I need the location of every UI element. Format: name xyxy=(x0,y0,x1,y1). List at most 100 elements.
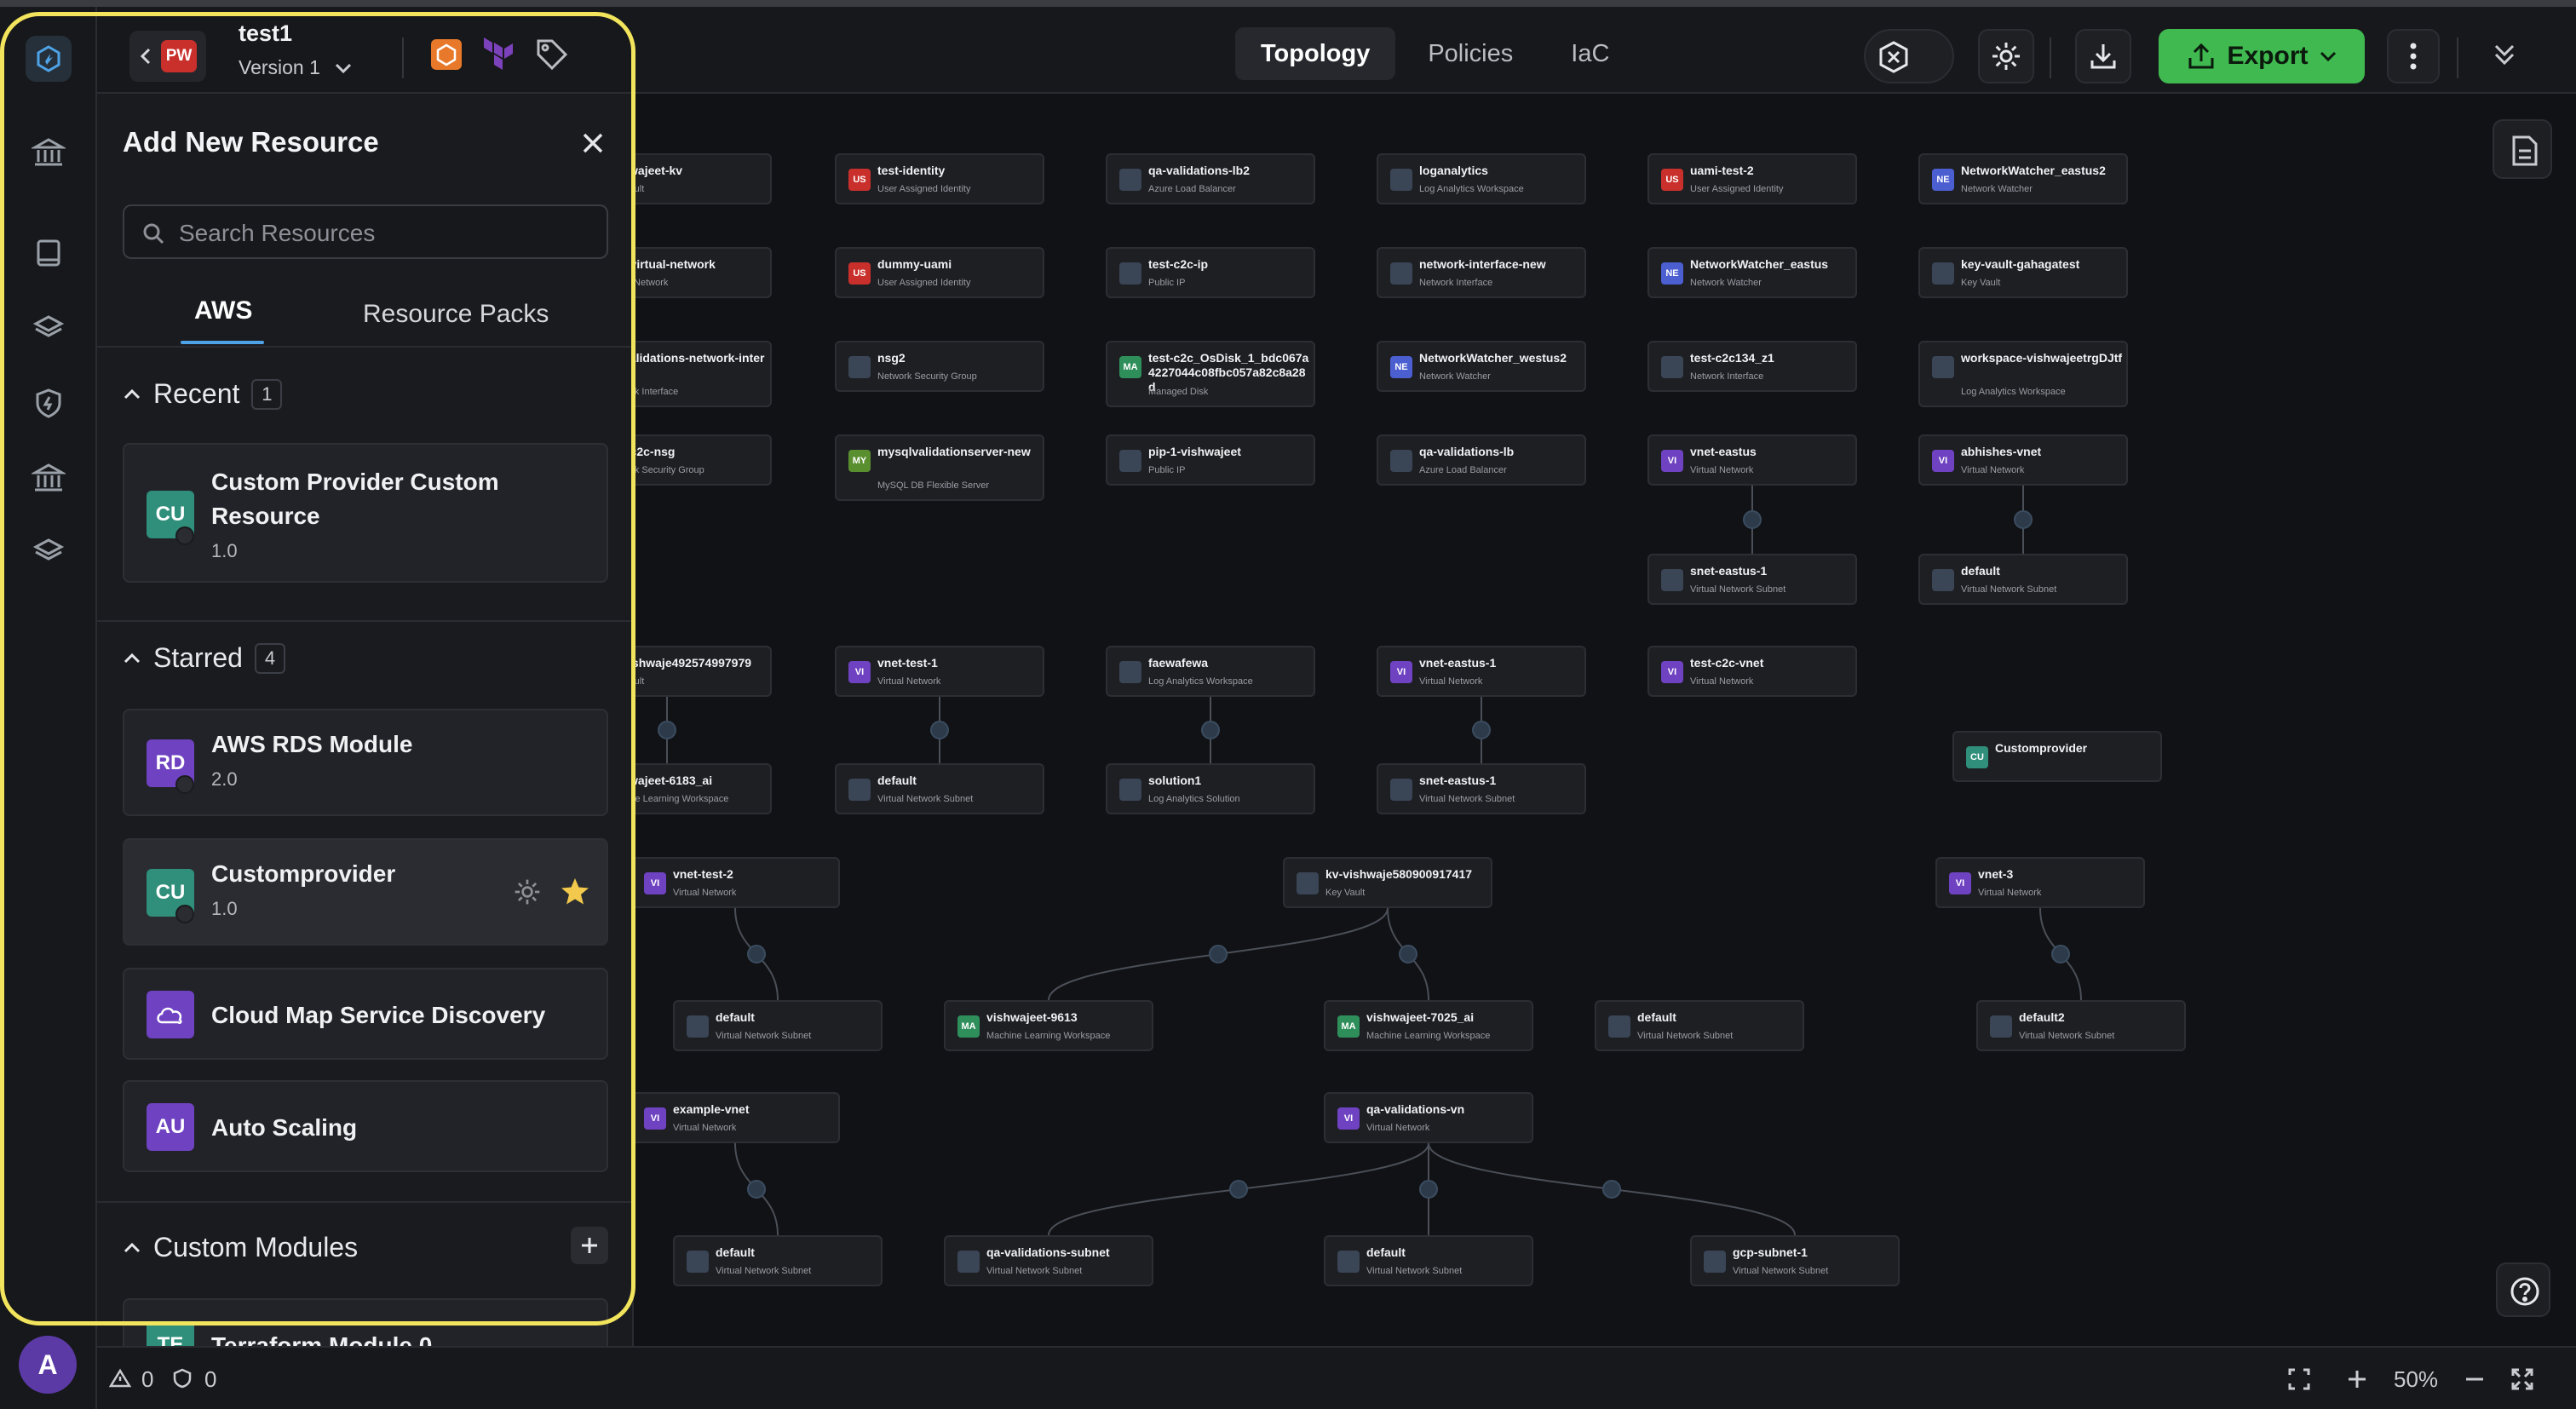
tag-icon[interactable] xyxy=(532,34,572,75)
starred-item-auto-scaling[interactable]: AU Auto Scaling xyxy=(123,1080,608,1172)
node-title: workspace-vishwajeetrgDJtf xyxy=(1961,351,2123,365)
zoom-out-icon[interactable] xyxy=(2462,1366,2487,1392)
search-resources-input[interactable]: Search Resources xyxy=(123,204,608,259)
custom-module-item[interactable]: TE Terraform Module 0 xyxy=(123,1298,608,1346)
app-logo-icon[interactable] xyxy=(26,36,72,82)
close-panel-button[interactable] xyxy=(578,128,608,158)
starred-item-cloud-map[interactable]: Cloud Map Service Discovery xyxy=(123,968,608,1060)
import-button[interactable] xyxy=(2075,29,2131,83)
add-custom-module-button[interactable] xyxy=(571,1227,608,1264)
tab-iac[interactable]: IaC xyxy=(1571,39,1610,67)
info-shield-icon xyxy=(173,1368,192,1389)
bank-icon-2[interactable] xyxy=(26,455,72,501)
node-title: dummy-uami xyxy=(877,257,952,271)
export-button[interactable]: Export xyxy=(2159,29,2365,83)
node-subtitle: Network Watcher xyxy=(1419,371,1491,382)
layers-icon[interactable] xyxy=(26,305,72,351)
zoom-in-icon[interactable] xyxy=(2344,1366,2370,1392)
tab-topology[interactable]: Topology xyxy=(1235,27,1396,80)
panel-title: Add New Resource xyxy=(123,126,379,158)
version-selector[interactable]: Version 1 xyxy=(239,56,353,79)
fit-view-icon[interactable] xyxy=(2286,1366,2312,1392)
node-subtitle: Public IP xyxy=(1148,278,1186,288)
starred-section-header[interactable]: Starred 4 xyxy=(123,642,285,674)
gear-icon[interactable] xyxy=(513,877,542,906)
custom-modules-section-header[interactable]: Custom Modules xyxy=(123,1232,358,1263)
shield-bolt-icon[interactable] xyxy=(26,380,72,426)
book-icon[interactable] xyxy=(26,230,72,276)
user-sub-icon xyxy=(175,905,194,923)
tab-aws[interactable]: AWS xyxy=(194,296,253,325)
back-button[interactable]: PW xyxy=(129,31,206,82)
user-avatar[interactable]: A xyxy=(19,1336,77,1394)
starred-item-customprovider[interactable]: CU Customprovider 1.0 xyxy=(123,838,608,946)
collapse-button[interactable] xyxy=(2487,37,2521,72)
star-icon[interactable] xyxy=(559,876,591,908)
aws-cube-icon[interactable] xyxy=(426,34,467,75)
resource-type-badge: NE xyxy=(1661,262,1683,285)
recent-section-header[interactable]: Recent 1 xyxy=(123,378,283,410)
settings-button[interactable] xyxy=(1978,29,2034,83)
node-subtitle: Virtual Network xyxy=(1961,465,2025,475)
starred-item-aws-rds-module[interactable]: RD AWS RDS Module 2.0 xyxy=(123,709,608,816)
expand-icon[interactable] xyxy=(2510,1366,2535,1392)
topology-edges xyxy=(658,485,2082,1236)
tab-policies[interactable]: Policies xyxy=(1428,39,1514,67)
terraform-icon[interactable] xyxy=(479,34,520,75)
tab-resource-packs[interactable]: Resource Packs xyxy=(363,300,549,328)
help-button[interactable] xyxy=(2496,1262,2550,1317)
more-menu-button[interactable] xyxy=(2387,29,2440,83)
notes-button[interactable] xyxy=(2493,119,2552,179)
recent-item-custom-provider[interactable]: CU Custom Provider Custom Resource 1.0 xyxy=(123,443,608,583)
bottom-status-bar: 0 0 50% xyxy=(97,1346,2576,1409)
resource-type-badge: US xyxy=(848,262,871,285)
mode-toggle[interactable] xyxy=(1864,29,1954,83)
layers-icon-2[interactable] xyxy=(26,528,72,574)
bank-icon[interactable] xyxy=(26,129,72,175)
